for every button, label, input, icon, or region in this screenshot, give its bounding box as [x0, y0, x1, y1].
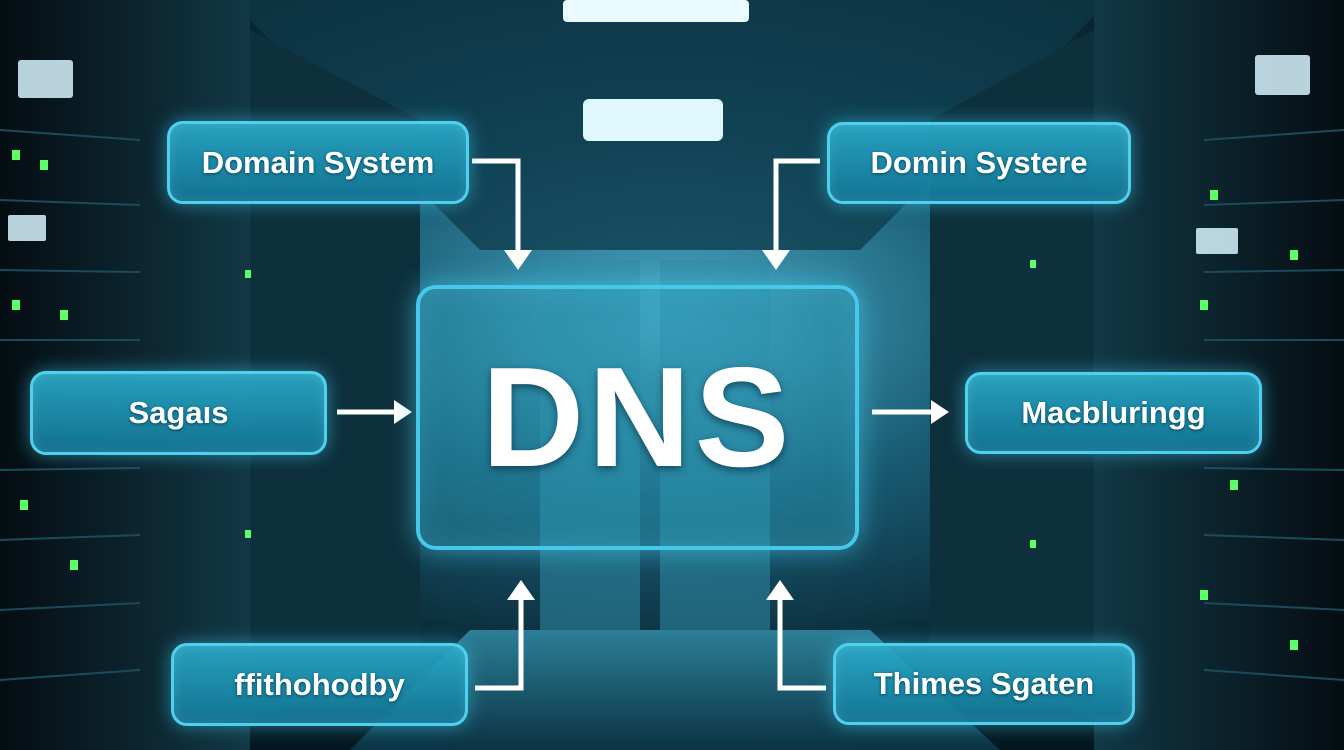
node-bottom-right-label: Thimes Sgaten [873, 666, 1095, 701]
node-middle-left: Sagaıs [30, 371, 327, 455]
node-bottom-left: ffithohodby [171, 643, 468, 726]
node-middle-right-label: Macbluringg [1021, 395, 1206, 430]
arrow-bottom-right [777, 590, 826, 691]
node-middle-right: Macbluringg [965, 372, 1262, 454]
node-top-left: Domain System [167, 121, 469, 204]
arrow-bottom-left [475, 590, 524, 691]
node-middle-left-label: Sagaıs [128, 395, 229, 430]
node-bottom-left-label: ffithohodby [234, 666, 405, 702]
node-top-left-label: Domain System [201, 144, 435, 180]
arrow-top-right [773, 158, 820, 260]
dns-center-box: DNS [416, 285, 859, 550]
node-top-right-label: Domin Systere [870, 145, 1088, 180]
dns-label: DNS [481, 337, 794, 497]
node-bottom-right: Thimes Sgaten [833, 643, 1135, 725]
node-top-right: Domin Systere [827, 122, 1131, 204]
arrow-top-left [472, 158, 521, 260]
